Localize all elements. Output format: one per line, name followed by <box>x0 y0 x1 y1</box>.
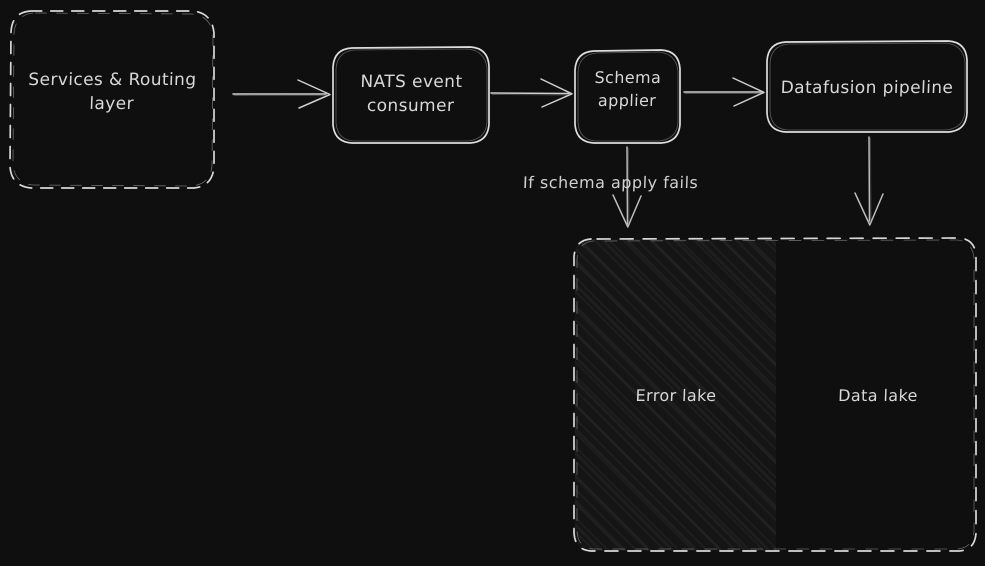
edge-schema-to-error-lake-arrow <box>612 146 642 228</box>
edge-label-if-schema-apply-fails: If schema apply fails <box>522 173 699 192</box>
region-error-lake[interactable] <box>575 238 776 551</box>
node-nats-event-consumer[interactable] <box>333 47 489 143</box>
edge-services-to-nats-arrow <box>232 79 331 109</box>
node-datafusion-pipeline[interactable] <box>767 41 967 132</box>
edge-schema-to-datafusion-arrow <box>683 77 765 107</box>
edge-datafusion-to-data-lake-arrow <box>854 136 884 226</box>
region-data-lake[interactable] <box>776 238 975 551</box>
node-services-routing-layer[interactable] <box>10 10 214 188</box>
node-schema-applier[interactable] <box>575 50 680 143</box>
edge-nats-to-schema-arrow <box>490 78 573 108</box>
